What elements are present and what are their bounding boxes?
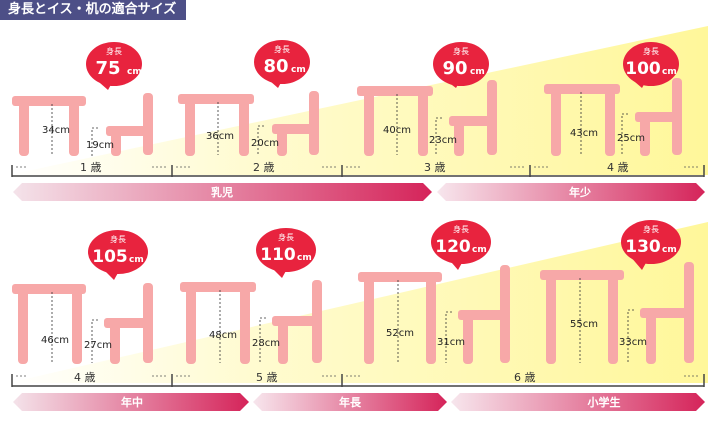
desk-leg <box>19 100 29 156</box>
height-unit: cm <box>129 255 144 265</box>
height-unit: cm <box>662 67 677 77</box>
age-label: 4 歳 <box>74 371 96 384</box>
desk-leg <box>239 98 249 156</box>
bubble-label: 身長 <box>453 46 469 56</box>
group-105: 46cm 27cm 身長 105 cm <box>12 230 153 364</box>
chair-height-label: 33cm <box>619 337 647 348</box>
height-value: 100 <box>625 59 661 79</box>
desk-leg <box>186 286 196 364</box>
bubble-label: 身長 <box>274 44 290 54</box>
category-label: 年中 <box>121 395 143 409</box>
category-label: 乳児 <box>211 185 233 199</box>
desk-height-label: 46cm <box>41 335 69 346</box>
desk-height-label: 36cm <box>206 131 234 142</box>
desk-leg <box>608 274 618 364</box>
height-unit: cm <box>291 65 306 75</box>
desk-leg <box>69 100 79 156</box>
desk-height-label: 52cm <box>386 328 414 339</box>
height-unit: cm <box>127 67 142 77</box>
chair-leg <box>646 312 656 364</box>
desk-leg <box>551 88 561 156</box>
chair-back <box>143 93 153 155</box>
age-label: 1 歳 <box>80 161 102 174</box>
desk-height-label: 48cm <box>209 330 237 341</box>
age-label: 2 歳 <box>253 161 275 174</box>
desk-height-label: 43cm <box>570 128 598 139</box>
desk-leg <box>546 274 556 364</box>
desk-leg <box>364 276 374 364</box>
category-label: 小学生 <box>587 395 621 409</box>
category-label: 年長 <box>339 395 362 409</box>
height-unit: cm <box>472 245 487 255</box>
chair-height-label: 31cm <box>437 337 465 348</box>
height-value: 110 <box>260 245 296 265</box>
desk-leg <box>18 288 28 364</box>
age-label: 3 歳 <box>424 161 446 174</box>
bubble-label: 身長 <box>643 224 659 234</box>
desk-leg <box>185 98 195 156</box>
chair-back <box>309 91 319 155</box>
height-value: 80 <box>263 56 288 77</box>
bubble-label: 身長 <box>643 46 659 56</box>
desk-leg <box>426 276 436 364</box>
desk-leg <box>364 90 374 156</box>
height-value: 130 <box>625 237 661 257</box>
chair-height-label: 28cm <box>252 338 280 349</box>
bubble-label: 身長 <box>453 224 469 234</box>
bubble-label: 身長 <box>278 232 294 242</box>
desk-leg <box>418 90 428 156</box>
height-value: 105 <box>92 247 128 267</box>
row-1: 34cm 19cm 身長 75 cm 36cm <box>8 26 708 201</box>
desk-height-label: 40cm <box>383 125 411 136</box>
desk-leg <box>605 88 615 156</box>
height-value: 90 <box>442 58 467 79</box>
chair-height-label: 25cm <box>617 133 645 144</box>
height-unit: cm <box>662 245 677 255</box>
chair-height-label: 27cm <box>84 340 112 351</box>
chair-height-label: 20cm <box>251 138 279 149</box>
desk-leg <box>72 288 82 364</box>
height-value: 120 <box>435 237 471 257</box>
desk-height-label: 55cm <box>570 319 598 330</box>
row-2: 46cm 27cm 身長 105 cm 48cm <box>8 220 708 411</box>
bubble-label: 身長 <box>106 46 122 56</box>
desk-height-label: 34cm <box>42 125 70 136</box>
category-bar-elementary <box>451 393 705 411</box>
height-unit: cm <box>470 67 485 77</box>
group-75: 34cm 19cm 身長 75 cm <box>12 42 153 156</box>
category-label: 年少 <box>569 185 591 199</box>
chair-height-label: 19cm <box>86 140 114 151</box>
height-value: 75 <box>95 58 120 79</box>
age-label: 4 歳 <box>607 161 629 174</box>
bubble-label: 身長 <box>110 234 126 244</box>
age-label: 6 歳 <box>514 371 536 384</box>
age-label: 5 歳 <box>256 371 278 384</box>
chair-height-label: 23cm <box>429 135 457 146</box>
height-unit: cm <box>297 253 312 263</box>
desk-leg <box>240 286 250 364</box>
